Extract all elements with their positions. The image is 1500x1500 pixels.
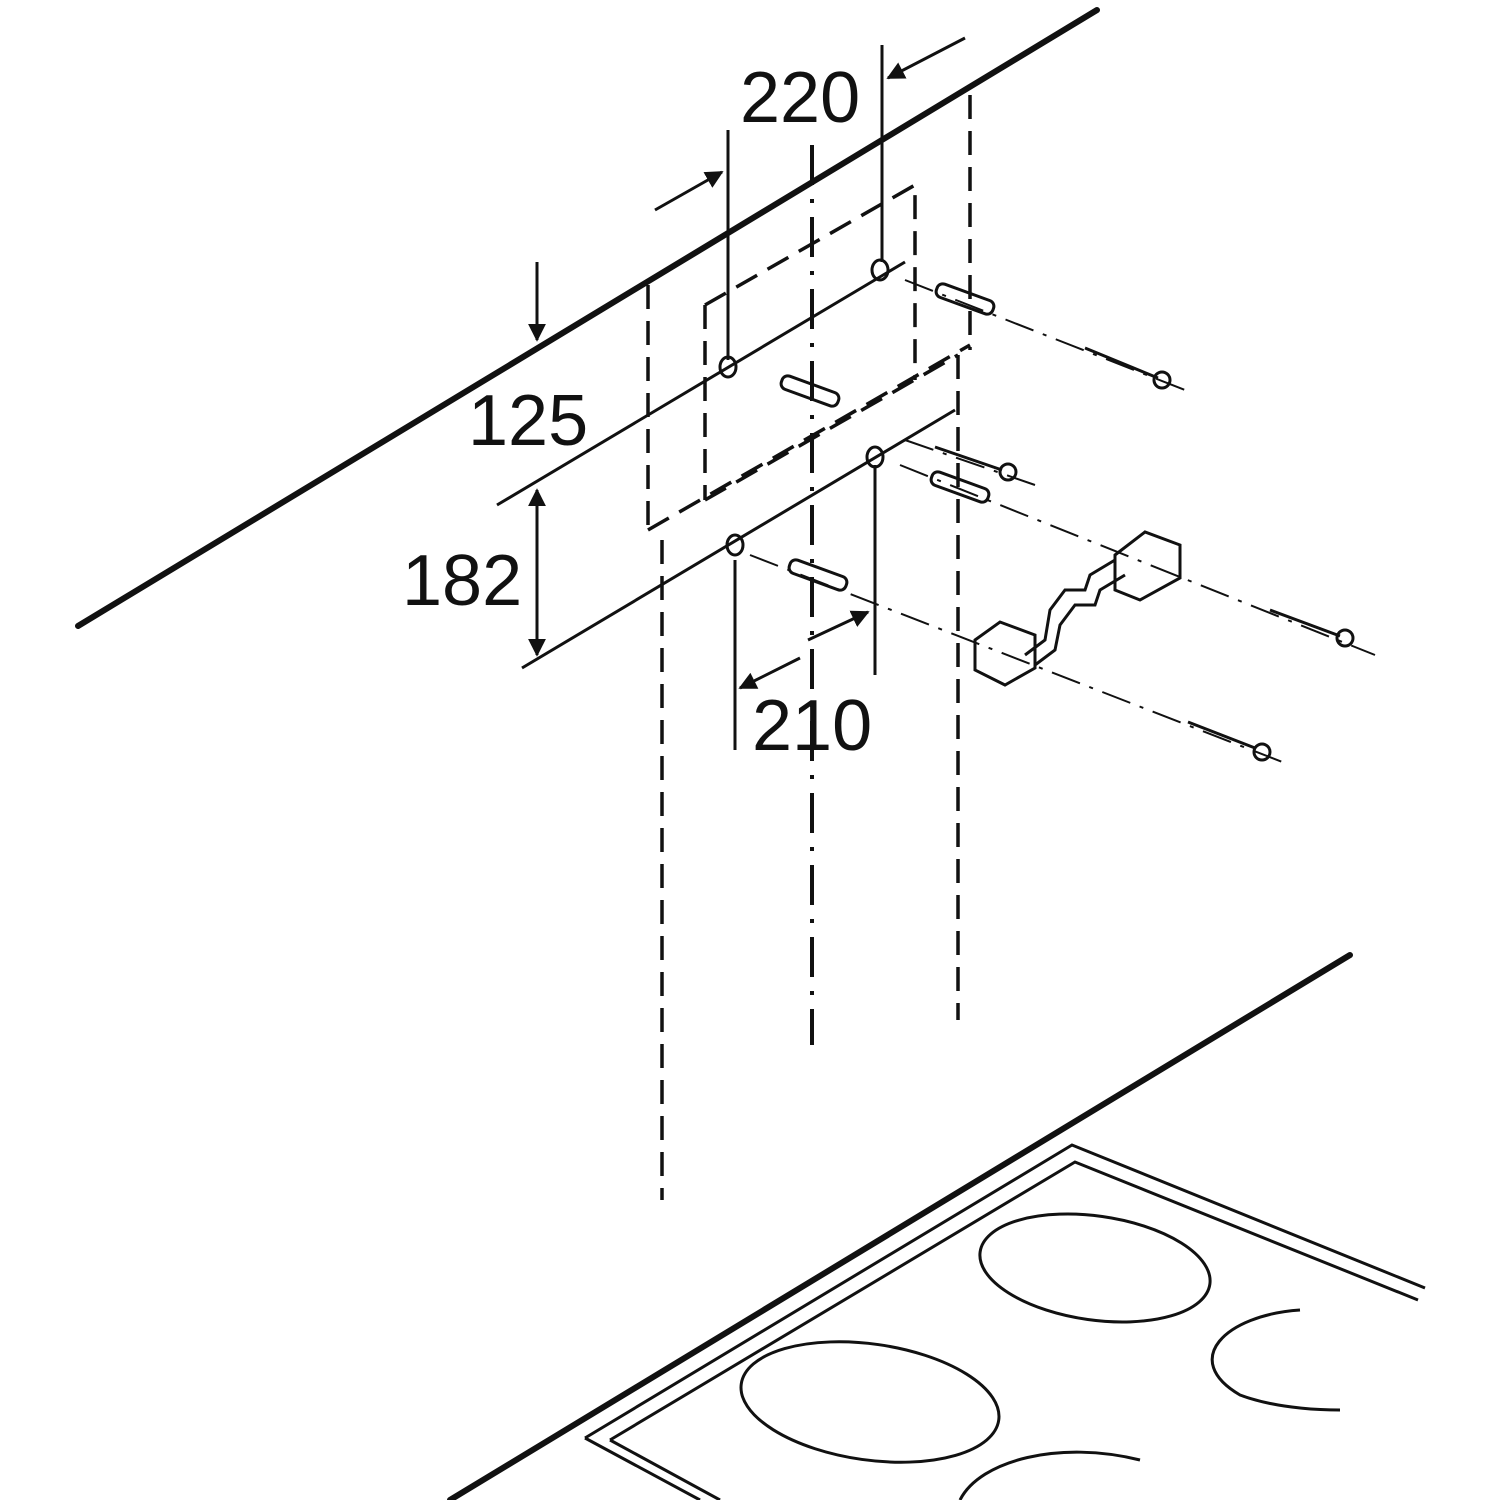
drill-hole	[870, 258, 890, 282]
burner	[978, 1212, 1212, 1324]
hood-outline	[646, 95, 972, 1200]
worktop-line	[447, 952, 1353, 1500]
screw	[1269, 608, 1341, 638]
wall-ceiling-line	[75, 7, 1100, 629]
burner	[739, 1340, 1001, 1464]
drill-hole-lines	[496, 258, 956, 670]
burner	[958, 1450, 1141, 1500]
drill-hole	[725, 533, 745, 557]
wall-plug	[929, 470, 991, 504]
screws	[934, 346, 1355, 762]
dimension-label-125: 125	[468, 381, 588, 461]
wall-plug	[787, 558, 849, 592]
dimension-lines	[528, 36, 966, 750]
screw	[934, 445, 1003, 472]
dimension-label-182: 182	[402, 541, 522, 621]
cooktop	[584, 1143, 1426, 1500]
wall-plug	[779, 374, 841, 408]
burner	[1210, 1308, 1341, 1412]
mounting-bracket	[973, 530, 1182, 687]
wall-plugs	[779, 282, 996, 592]
dimension-label-220: 220	[740, 58, 860, 138]
screw	[1084, 346, 1159, 380]
wall-plug	[934, 282, 996, 316]
screw	[1187, 720, 1256, 750]
dimension-label-210: 210	[752, 686, 872, 766]
